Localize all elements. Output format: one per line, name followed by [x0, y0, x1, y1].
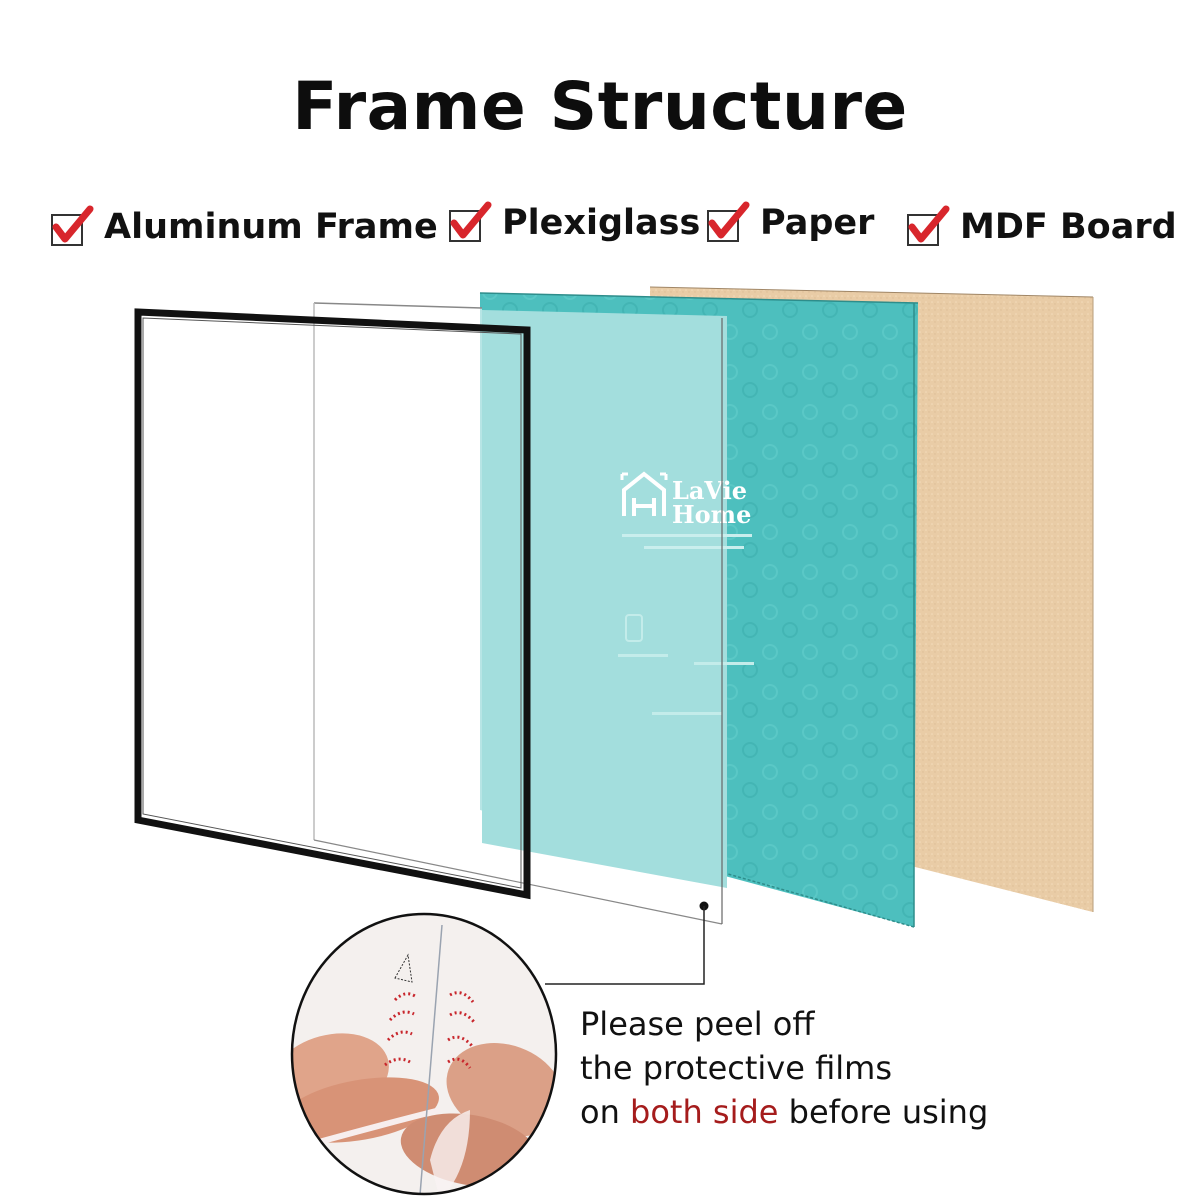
feature-checklist: Aluminum Frame Plexiglass Paper MDF Boar… — [0, 198, 1200, 258]
plexiglass-layer — [313, 302, 723, 925]
peel-direction-arrows-icon — [384, 991, 476, 1069]
page-title: Frame Structure — [292, 68, 908, 145]
instruction-line-3: on both side before using — [580, 1093, 989, 1131]
brand-logo — [620, 471, 668, 516]
faint-icon — [625, 614, 643, 642]
peel-film-instruction: Please peel off the protective films on … — [580, 1002, 988, 1134]
aluminum-frame-layer — [134, 308, 531, 900]
feature-plexiglass: Plexiglass — [448, 198, 700, 248]
checked-box-icon — [448, 201, 492, 245]
highlighted-text: both side — [630, 1093, 779, 1131]
feature-label: MDF Board — [960, 207, 1177, 247]
peel-film-magnifier — [290, 912, 558, 1196]
instruction-line-2: the protective films — [580, 1049, 892, 1087]
instruction-line-1: Please peel off — [580, 1005, 815, 1043]
feature-label: Paper — [760, 203, 875, 243]
paper-insert-layer: LaVie Home — [482, 310, 754, 888]
feature-label: Aluminum Frame — [104, 207, 438, 247]
feature-paper: Paper — [706, 198, 874, 248]
brand-name-line2: Home — [672, 500, 751, 529]
callout-leader — [545, 901, 709, 985]
checked-box-icon — [706, 201, 750, 245]
feature-label: Plexiglass — [502, 203, 701, 243]
tagline-faint — [622, 534, 752, 537]
brand-name-line1: LaVie — [672, 476, 747, 505]
house-icon — [622, 471, 666, 516]
checked-box-icon — [50, 205, 94, 249]
checked-box-icon — [906, 205, 950, 249]
feature-aluminum-frame: Aluminum Frame — [50, 202, 438, 252]
feature-mdf-board: MDF Board — [906, 202, 1177, 252]
